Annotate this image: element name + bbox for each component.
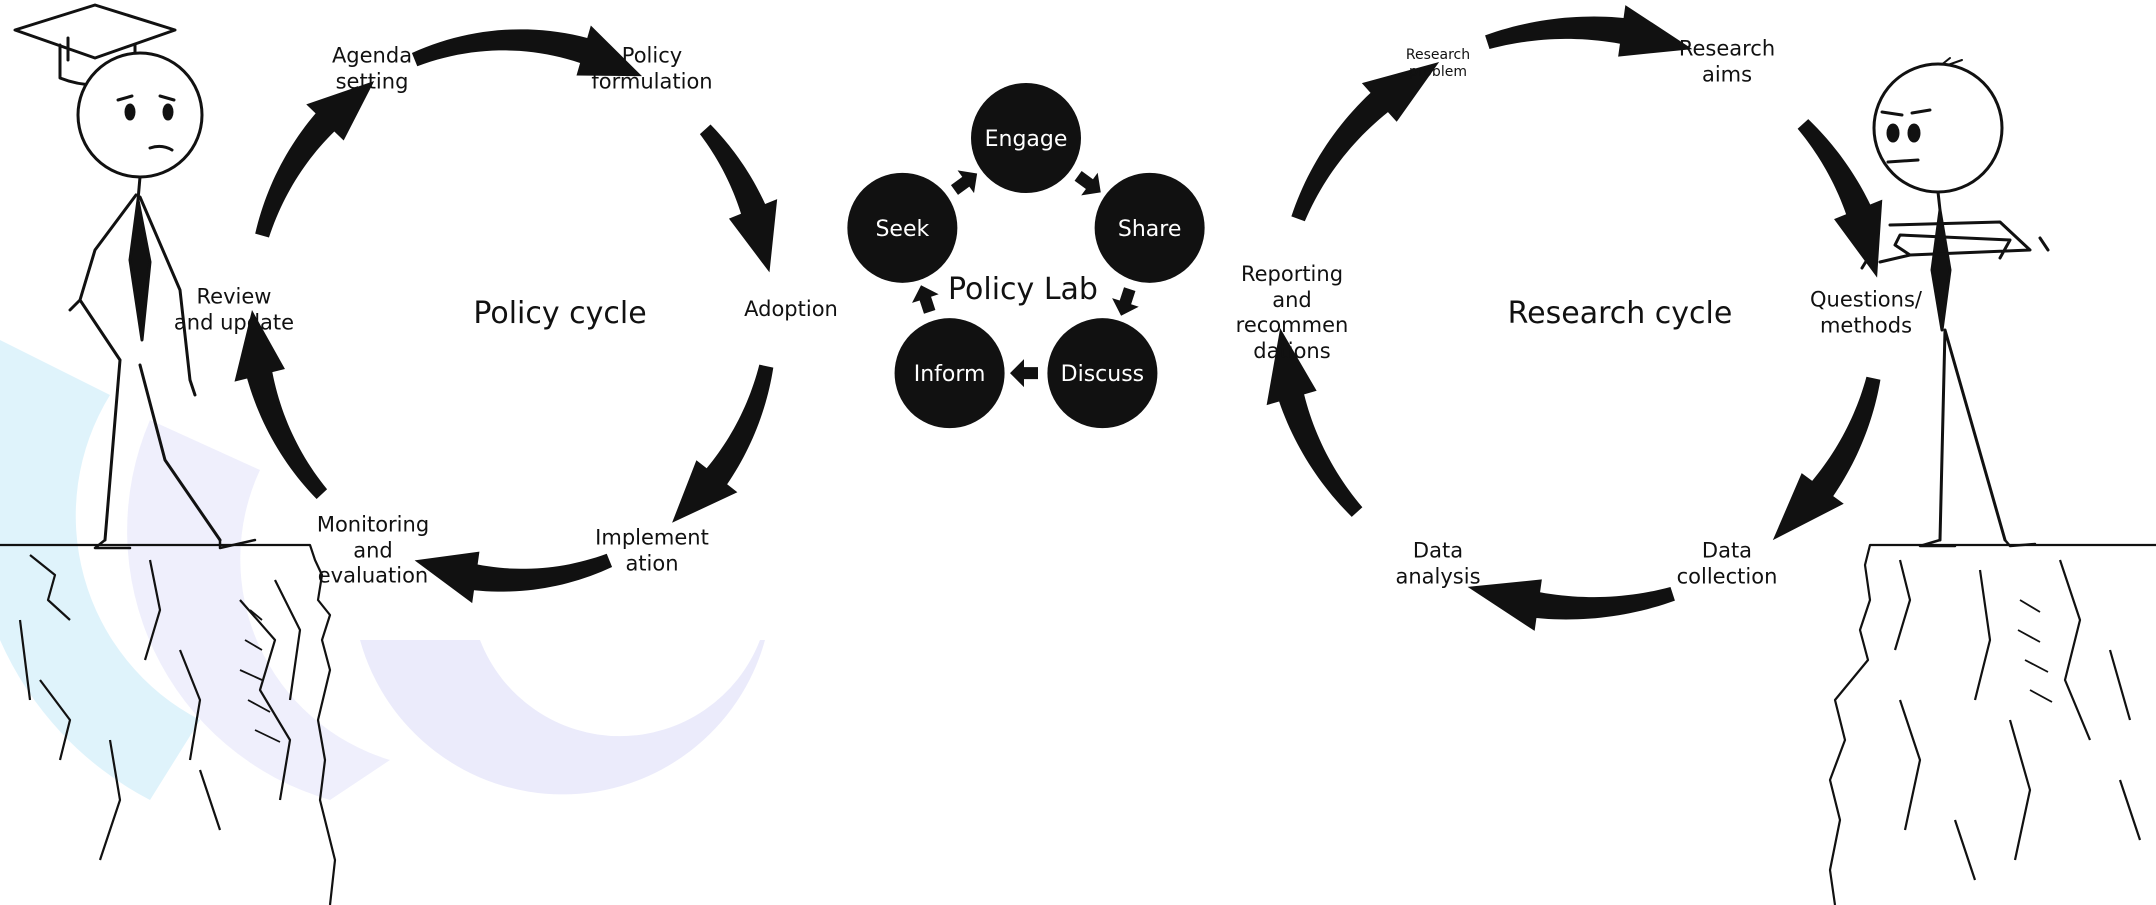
right-stick-figure	[1860, 57, 2050, 548]
arrow-agenda-to-formulation	[411, 25, 642, 77]
research-stage-data-collection: Data collection	[1676, 538, 1778, 588]
policy-stage-policy-formulation: Policy formulation	[591, 43, 713, 93]
lab-arrow-engage-to-share	[1074, 171, 1101, 196]
lab-arrow-seek-to-engage	[950, 170, 978, 195]
research-stage-research-problem: Research problem	[1405, 46, 1471, 80]
watermark-logo	[0, 340, 765, 800]
watermark-lavender-body	[127, 420, 390, 800]
arrow-problem-to-aims	[1485, 5, 1693, 57]
research-stage-questions-methods: Questions/ methods	[1810, 287, 1922, 337]
lab-arrow-share-to-discuss	[1112, 287, 1139, 316]
arrow-review-to-agenda	[255, 81, 375, 238]
policy-stage-agenda-setting: Agenda setting	[331, 43, 413, 93]
policy-cycle-arrows	[234, 25, 778, 604]
arrow-adoption-to-implementation	[672, 364, 774, 523]
arrow-formulation-to-adoption	[699, 124, 778, 273]
policy-stage-review-update: Review and update	[173, 284, 295, 334]
lab-arrow-inform-to-seek	[912, 285, 939, 314]
arrow-questions-to-collection	[1772, 376, 1881, 541]
right-figure-tie	[1930, 208, 1952, 332]
left-figure-tie	[128, 198, 152, 342]
lab-node-label-seek: Seek	[875, 217, 929, 242]
policy-cycle-title: Policy cycle	[473, 296, 646, 331]
lab-node-inform	[894, 318, 1005, 429]
left-cliff	[0, 543, 337, 905]
lab-node-label-share: Share	[1118, 217, 1182, 242]
lab-node-label-engage: Engage	[985, 127, 1068, 152]
lab-node-share	[1094, 172, 1205, 283]
lab-node-discuss	[1047, 318, 1158, 429]
research-cycle-arrows	[1266, 5, 1883, 631]
left-stick-figure	[13, 3, 257, 550]
policy-lab-arrows	[912, 170, 1139, 388]
lab-arrow-discuss-to-inform	[1010, 359, 1038, 388]
lab-node-engage	[971, 83, 1081, 193]
arrow-reporting-to-problem	[1291, 61, 1440, 222]
watermark-cyan-arc	[0, 340, 200, 800]
right-cliff	[1828, 543, 2156, 905]
policy-stage-adoption: Adoption	[744, 297, 838, 322]
lab-node-label-discuss: Discuss	[1061, 362, 1144, 387]
research-stage-research-aims: Research aims	[1678, 36, 1776, 86]
lab-node-label-inform: Inform	[914, 362, 986, 387]
arrow-monitoring-to-review	[234, 310, 328, 500]
arrow-implementation-to-monitoring	[414, 551, 613, 604]
policy-stage-implementation: Implement ation	[595, 525, 709, 575]
policy-lab-title: Policy Lab	[948, 272, 1098, 307]
lab-node-seek	[847, 172, 958, 283]
research-stage-reporting-recommendations: Reporting and recommen dations	[1235, 261, 1349, 363]
arrow-collection-to-analysis	[1467, 579, 1675, 631]
arrow-aims-to-questions	[1797, 119, 1883, 278]
arrow-analysis-to-reporting	[1266, 328, 1363, 517]
watermark-lavender-arc	[360, 640, 765, 795]
policy-stage-monitoring-evaluation: Monitoring and evaluation	[316, 512, 430, 588]
research-cycle-title: Research cycle	[1508, 296, 1733, 331]
research-stage-data-analysis: Data analysis	[1395, 538, 1481, 588]
